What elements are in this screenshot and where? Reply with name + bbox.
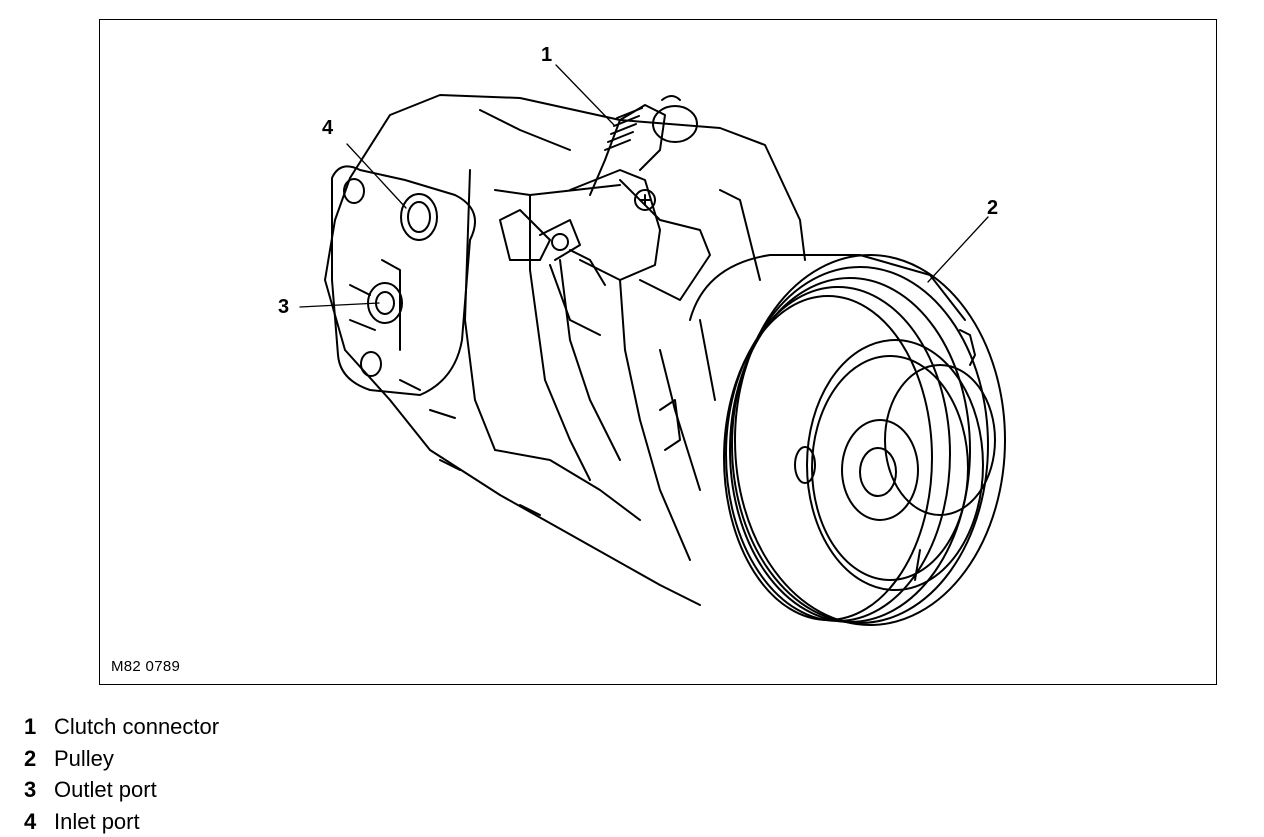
legend-label: Clutch connector bbox=[54, 714, 219, 739]
callout-2: 2 bbox=[987, 198, 998, 218]
leader-line-4 bbox=[347, 144, 406, 208]
callout-1: 1 bbox=[541, 45, 552, 65]
legend-number: 4 bbox=[24, 806, 54, 837]
leader-line-2 bbox=[928, 217, 988, 282]
legend-label: Outlet port bbox=[54, 777, 157, 802]
legend-label: Inlet port bbox=[54, 809, 140, 834]
callout-3: 3 bbox=[278, 297, 289, 317]
leader-line-1 bbox=[556, 65, 614, 125]
clutch-connector-drawing bbox=[500, 96, 710, 335]
compressor-drawing bbox=[100, 20, 1218, 686]
pulley-drawing bbox=[660, 255, 1005, 625]
legend-number: 3 bbox=[24, 774, 54, 806]
compressor-body bbox=[325, 95, 805, 605]
legend-number: 2 bbox=[24, 743, 54, 775]
figure-code: M82 0789 bbox=[111, 658, 180, 675]
legend-number: 1 bbox=[24, 711, 54, 743]
callout-4: 4 bbox=[322, 118, 333, 138]
legend-label: Pulley bbox=[54, 746, 114, 771]
figure-frame: 1 2 3 4 M82 0789 bbox=[99, 19, 1217, 685]
